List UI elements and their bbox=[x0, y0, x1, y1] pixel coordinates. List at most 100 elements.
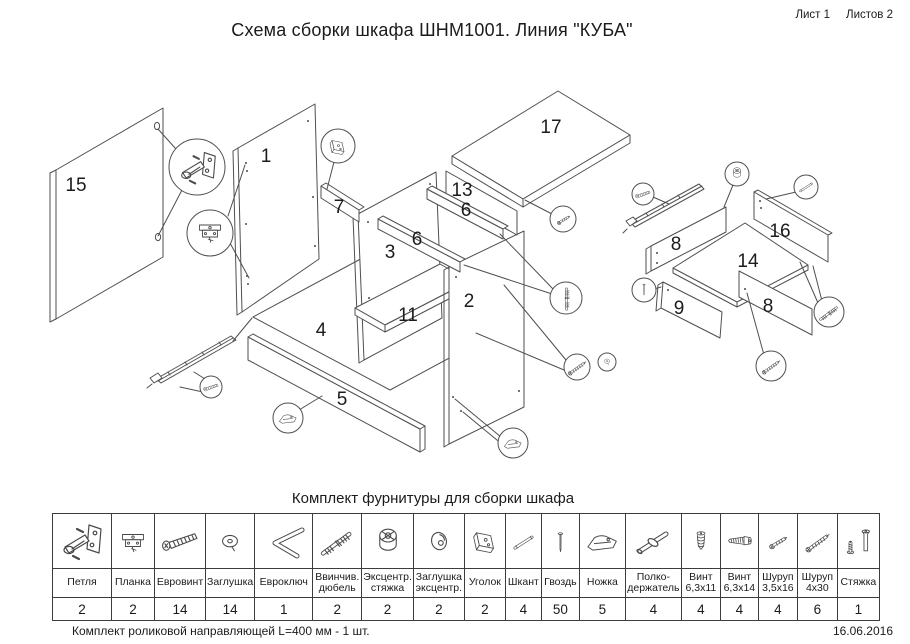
hardware-name-cell: Заглушка эксцентр. bbox=[412, 568, 465, 598]
center-leaders bbox=[179, 161, 567, 446]
part-label-14: 14 bbox=[737, 251, 759, 272]
top-panel-group bbox=[451, 90, 631, 208]
hardware-screw-hex-icon bbox=[719, 513, 759, 569]
back-rail-group bbox=[445, 170, 518, 236]
part-label-17: 17 bbox=[540, 117, 561, 138]
hardware-qty-cell: 2 bbox=[463, 597, 506, 621]
plinth-group bbox=[247, 333, 426, 453]
callout-cap-small bbox=[597, 352, 617, 372]
hardware-name-cell: Ввинчив. дюбель bbox=[312, 568, 363, 598]
sheet-number: Лист 1 bbox=[795, 9, 831, 21]
hardware-qty-cell: 1 bbox=[836, 597, 880, 621]
callout-dowel-center bbox=[549, 281, 583, 315]
top-rail-lower-group bbox=[377, 215, 466, 273]
hardware-name-cell: Планка bbox=[111, 568, 155, 598]
hardware-screw-long-icon bbox=[796, 513, 838, 569]
hardware-screw-small-icon bbox=[757, 513, 798, 569]
callout-slat bbox=[793, 174, 819, 200]
hinge-leaders bbox=[157, 128, 250, 279]
callout-hinge bbox=[168, 138, 226, 196]
callout-eccentric-cam bbox=[724, 161, 750, 187]
part-label-8a: 8 bbox=[671, 234, 682, 255]
hardware-name-cell: Полко-держатель bbox=[624, 568, 682, 598]
callout-foot-right bbox=[497, 427, 529, 459]
hardware-name-cell: Евровинт bbox=[154, 568, 206, 598]
part-label-3: 3 bbox=[385, 242, 396, 263]
hardware-eccentric-cam-icon bbox=[361, 513, 414, 569]
footer-note: Комплект роликовой направляющей L=400 мм… bbox=[72, 624, 370, 638]
side-panel-left-group bbox=[232, 103, 320, 316]
part-label-8b: 8 bbox=[763, 296, 774, 317]
hardware-cap-icon bbox=[204, 513, 256, 569]
hardware-qty-cell: 2 bbox=[111, 597, 155, 621]
callout-guide-screw-left bbox=[199, 375, 223, 399]
hardware-euroscrew-icon bbox=[154, 513, 206, 569]
hardware-qty-cell: 4 bbox=[757, 597, 798, 621]
hardware-qty-cell: 50 bbox=[540, 597, 580, 621]
hardware-qty-cell: 1 bbox=[254, 597, 314, 621]
part-label-7: 7 bbox=[334, 197, 345, 218]
hardware-hexkey-icon bbox=[254, 513, 314, 569]
part-label-15: 15 bbox=[65, 175, 86, 196]
callout-corner-bracket bbox=[320, 128, 356, 164]
part-label-9: 9 bbox=[674, 298, 685, 319]
hardware-plate-icon bbox=[111, 513, 155, 569]
hardware-qty-cell: 2 bbox=[412, 597, 465, 621]
callout-screw-mid bbox=[563, 353, 591, 381]
hardware-qty-cell: 2 bbox=[312, 597, 363, 621]
hardware-name-cell: Винт 6,3х11 bbox=[680, 568, 721, 598]
hardware-qty-cell: 2 bbox=[361, 597, 414, 621]
hardware-section-title: Комплект фурнитуры для сборки шкафа bbox=[291, 490, 575, 507]
hardware-dowel-screw-icon bbox=[312, 513, 363, 569]
part-label-2: 2 bbox=[464, 291, 475, 312]
hardware-name-cell: Шуруп 4х30 bbox=[796, 568, 838, 598]
hardware-name-cell: Шкант bbox=[504, 568, 542, 598]
callout-foot-left bbox=[272, 402, 304, 434]
part-label-4: 4 bbox=[316, 320, 327, 341]
hardware-shelf-support-icon bbox=[624, 513, 682, 569]
hardware-bolt-pair-icon bbox=[836, 513, 880, 569]
hardware-wood-dowel-icon bbox=[504, 513, 542, 569]
hardware-qty-cell: 4 bbox=[624, 597, 682, 621]
hardware-name-cell: Заглушка bbox=[204, 568, 256, 598]
drawer-back-group bbox=[753, 189, 833, 263]
part-label-13: 13 bbox=[451, 180, 472, 201]
roller-guide-left bbox=[146, 335, 237, 389]
part-label-1: 1 bbox=[261, 146, 272, 167]
hardware-corner-bracket-icon bbox=[463, 513, 506, 569]
front-rail-group bbox=[320, 182, 365, 223]
hardware-hinge-icon bbox=[52, 513, 112, 569]
part-label-11: 11 bbox=[398, 305, 418, 326]
hardware-name-cell: Ножка bbox=[578, 568, 626, 598]
drawer-front-group bbox=[655, 281, 723, 339]
hardware-name-cell: Винт 6,3х14 bbox=[719, 568, 759, 598]
hardware-foot-icon bbox=[578, 513, 626, 569]
part-label-16: 16 bbox=[769, 221, 790, 242]
hardware-name-cell: Шуруп 3,5х16 bbox=[757, 568, 798, 598]
part-label-5: 5 bbox=[337, 389, 348, 410]
callout-dowel-right bbox=[813, 296, 845, 328]
hardware-qty-cell: 14 bbox=[154, 597, 206, 621]
footer-date: 16.06.2016 bbox=[832, 624, 893, 638]
hardware-qty-cell: 4 bbox=[719, 597, 759, 621]
callout-screw-top bbox=[549, 205, 577, 233]
page-title: Схема сборки шкафа ШНМ1001. Линия "КУБА" bbox=[231, 20, 633, 40]
hardware-name-cell: Гвоздь bbox=[540, 568, 580, 598]
drawer-side-left-group bbox=[645, 206, 727, 275]
callout-mounting-plate bbox=[186, 209, 234, 257]
hardware-qty-cell: 4 bbox=[680, 597, 721, 621]
hardware-eccentric-cap-icon bbox=[412, 513, 465, 569]
hardware-name-cell: Эксцентр. стяжка bbox=[361, 568, 414, 598]
hardware-name-cell: Петля bbox=[52, 568, 112, 598]
assembly-diagram: 15 1 7 3 6 6 13 17 11 4 2 5 8 16 14 9 8 bbox=[49, 90, 845, 459]
hardware-qty-cell: 14 bbox=[204, 597, 256, 621]
hardware-name-cell: Уголок bbox=[463, 568, 506, 598]
callout-guide-screw-right bbox=[631, 182, 655, 206]
hardware-name-cell: Евроключ bbox=[254, 568, 314, 598]
hardware-qty-cell: 4 bbox=[504, 597, 542, 621]
part-label-6b: 6 bbox=[461, 200, 472, 221]
callout-screw-bottom bbox=[755, 350, 787, 382]
door-panel-group bbox=[49, 107, 164, 323]
roller-guide-right bbox=[622, 183, 705, 234]
